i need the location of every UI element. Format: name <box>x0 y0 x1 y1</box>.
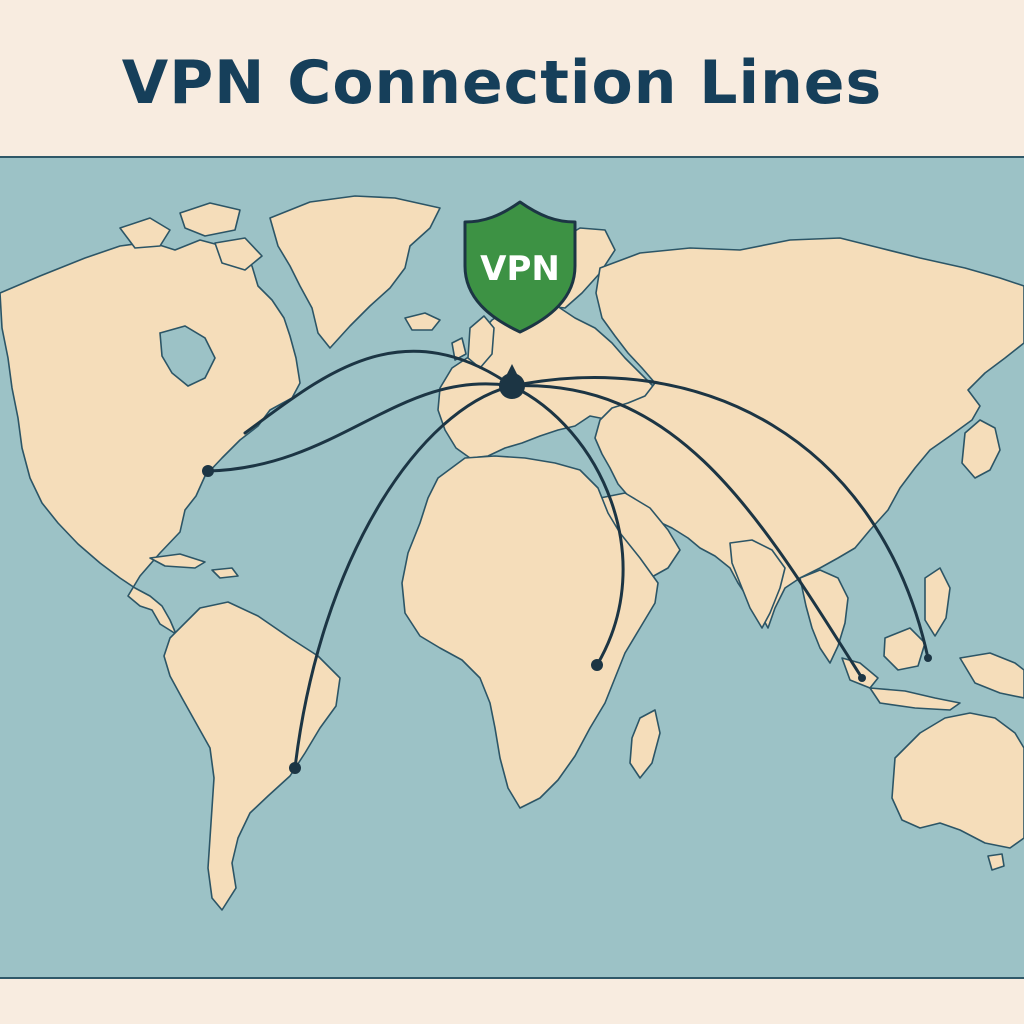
vpn-shield[interactable]: VPN <box>463 200 577 334</box>
landmass-new-guinea <box>959 652 1024 699</box>
landmass-africa <box>401 455 659 809</box>
landmass-java <box>869 687 961 711</box>
route-philippines[interactable] <box>510 376 930 660</box>
landmass-asia <box>594 237 1024 629</box>
landmass-iceland <box>404 312 441 331</box>
landmass-caribbean <box>149 553 206 569</box>
page-title: VPN Connection Lines <box>121 48 883 118</box>
endpoint-new-york[interactable] <box>202 465 214 477</box>
landmass-greenland <box>269 195 441 349</box>
landmass-ireland <box>451 337 467 361</box>
world-map[interactable]: VPN <box>0 156 1024 979</box>
landmass-madagascar <box>629 709 661 779</box>
shield-icon <box>463 200 577 334</box>
world-map-svg: VPN <box>0 158 1024 977</box>
hudson-bay <box>159 325 216 387</box>
endpoint-south-america[interactable] <box>289 762 301 774</box>
landmass-arctic-islands-3 <box>214 237 263 271</box>
landmass-arctic-islands-1 <box>119 217 171 249</box>
shield-label: VPN <box>480 249 560 289</box>
landmass-japan <box>961 419 1001 479</box>
route-north-america-2[interactable] <box>206 382 514 473</box>
route-southeast-asia[interactable] <box>510 384 864 680</box>
endpoint-philippines[interactable] <box>924 654 932 662</box>
landmass-south-america <box>163 601 341 911</box>
landmass-india <box>729 539 786 629</box>
landmass-borneo <box>883 627 926 671</box>
route-east-africa[interactable] <box>510 384 625 667</box>
landmass-britain <box>467 315 495 369</box>
endpoint-southeast-asia[interactable] <box>858 674 866 682</box>
landmass-tasmania <box>987 853 1005 871</box>
route-north-america[interactable] <box>243 349 514 435</box>
landmass-arctic-islands-2 <box>179 202 241 237</box>
landmass-australia <box>891 712 1024 849</box>
landmass-caribbean-2 <box>211 567 239 579</box>
endpoint-east-africa[interactable] <box>591 659 603 671</box>
landmass-philippines <box>924 567 951 637</box>
route-south-america[interactable] <box>293 384 514 770</box>
hub-pin <box>504 364 520 380</box>
